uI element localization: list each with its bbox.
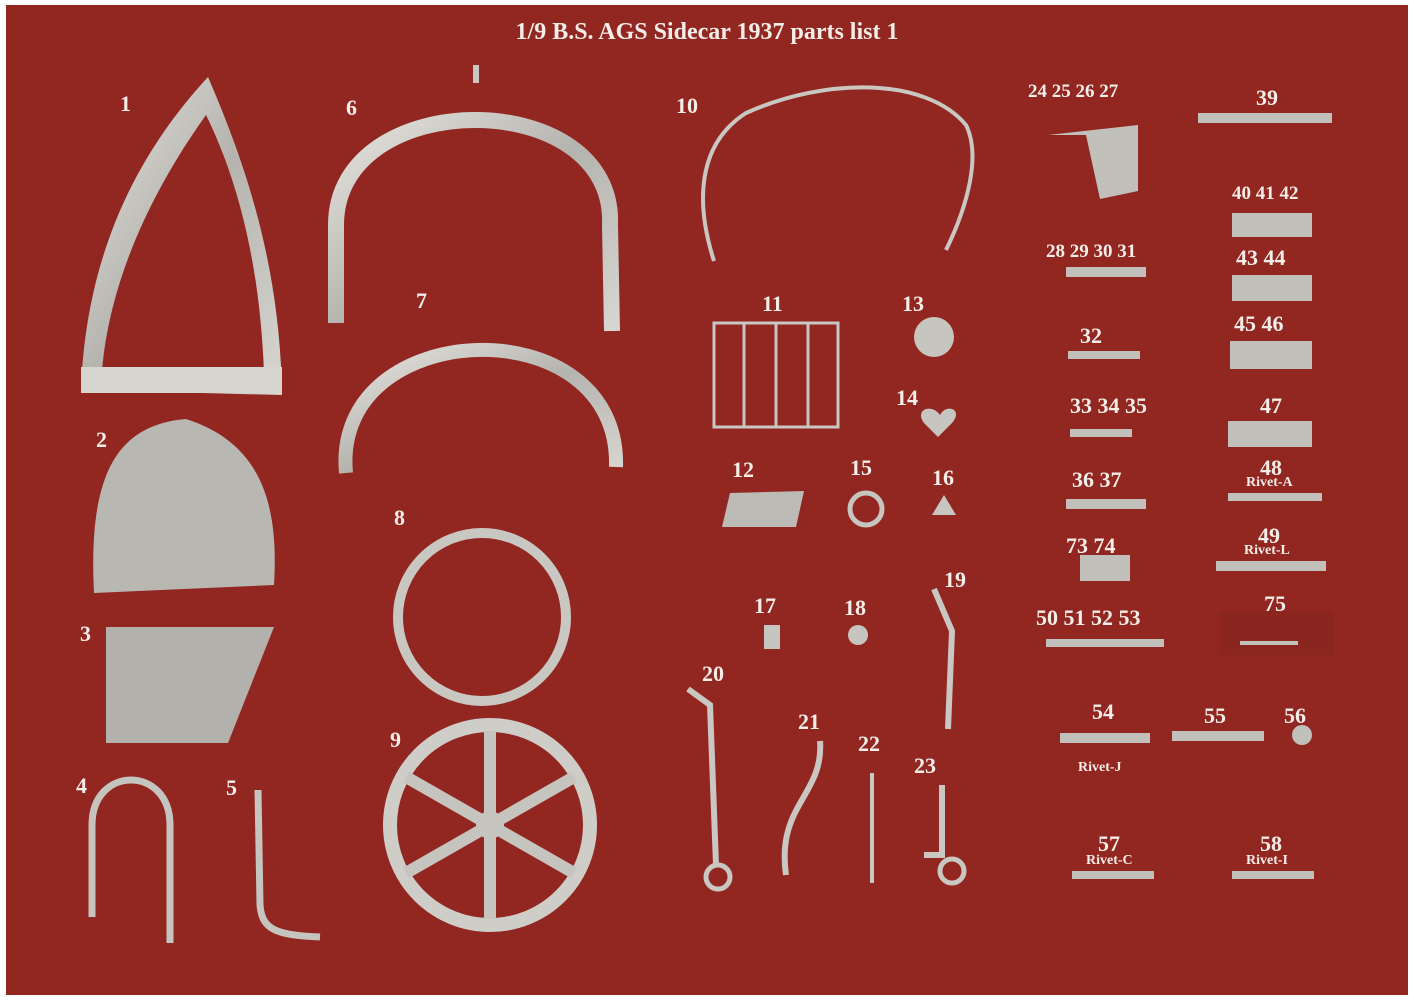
sprue-49 <box>1216 561 1326 571</box>
hoop-part-4 <box>88 776 174 943</box>
bracket-part-23 <box>924 785 945 858</box>
grid-frame-part-11 <box>712 321 840 429</box>
clamp-part-23 <box>937 856 967 886</box>
part-56 <box>1292 725 1312 745</box>
label-part-75: 75 <box>1264 591 1286 616</box>
label-part-10: 10 <box>676 93 698 118</box>
panel-part-3 <box>106 627 274 743</box>
label-part-49: 49 <box>1258 523 1280 548</box>
sprue-58 <box>1232 871 1314 879</box>
label-part-32: 32 <box>1080 323 1102 348</box>
label-parts-28-31: 28 29 30 31 <box>1046 241 1137 262</box>
sprue-45-46 <box>1230 341 1312 369</box>
label-parts-33-35: 33 34 35 <box>1070 393 1147 418</box>
label-part-48: 48 <box>1260 455 1282 480</box>
label-parts-73-74: 73 74 <box>1066 533 1116 558</box>
sprue-40-42 <box>1232 213 1312 237</box>
parts-photo <box>81 65 1334 943</box>
plate-part-12 <box>722 491 804 527</box>
windscreen-base-strip <box>81 367 282 393</box>
sprue-33-35 <box>1070 429 1132 437</box>
rivet-label-57: Rivet-C <box>1086 853 1133 868</box>
sprue-36-37 <box>1066 499 1146 509</box>
rivet-label-54: Rivet-J <box>1078 760 1122 775</box>
sprue-57 <box>1072 871 1154 879</box>
label-part-58: 58 <box>1260 831 1282 856</box>
label-part-9: 9 <box>390 727 401 752</box>
label-part-3: 3 <box>80 621 91 646</box>
label-part-54: 54 <box>1092 699 1114 724</box>
mesh-disc-part-13 <box>914 317 954 357</box>
lever-part-19 <box>931 587 956 730</box>
heart-part-14 <box>921 408 957 437</box>
label-part-14: 14 <box>896 385 918 410</box>
part-75-panel <box>1220 611 1334 655</box>
bent-rod-part-5 <box>254 789 321 941</box>
arch-part-6 <box>328 112 620 332</box>
label-part-4: 4 <box>76 773 87 798</box>
label-part-5: 5 <box>226 775 237 800</box>
cap-part-18 <box>848 625 868 645</box>
label-part-7: 7 <box>416 288 427 313</box>
rivet-label-49: Rivet-L <box>1244 543 1290 558</box>
sprue-32 <box>1068 351 1140 359</box>
label-part-2: 2 <box>96 427 107 452</box>
sprue-24-27 <box>1048 125 1138 199</box>
page-title: 1/9 B.S. AGS Sidecar 1937 parts list 1 <box>515 19 899 45</box>
label-part-8: 8 <box>394 505 405 530</box>
cone-part-16 <box>932 495 956 515</box>
label-part-11: 11 <box>762 291 783 316</box>
sprue-39 <box>1198 113 1332 123</box>
label-part-13: 13 <box>902 291 924 316</box>
wire-arch-part-10 <box>701 85 975 262</box>
sprue-43-44 <box>1232 275 1312 301</box>
bush-part-17 <box>764 625 780 649</box>
label-part-1: 1 <box>120 91 131 116</box>
rivet-label-58: Rivet-I <box>1246 853 1288 868</box>
label-parts-36-37: 36 37 <box>1072 467 1122 492</box>
rivet-label-48: Rivet-A <box>1246 475 1293 490</box>
label-part-56: 56 <box>1284 703 1306 728</box>
sprue-47 <box>1228 421 1312 447</box>
label-part-19: 19 <box>944 567 966 592</box>
label-part-57: 57 <box>1098 831 1120 856</box>
arm-part-21 <box>781 740 824 876</box>
sprue-54 <box>1060 733 1150 743</box>
sprue-55 <box>1172 731 1264 741</box>
windscreen-frame-part <box>81 77 282 395</box>
arm-part-20 <box>686 686 719 866</box>
label-part-22: 22 <box>858 731 880 756</box>
label-part-39: 39 <box>1256 85 1278 110</box>
label-part-55: 55 <box>1204 703 1226 728</box>
label-part-20: 20 <box>702 661 724 686</box>
label-part-21: 21 <box>798 709 820 734</box>
parts-sheet: 1/9 B.S. AGS Sidecar 1937 parts list 1 1… <box>6 5 1408 995</box>
label-part-15: 15 <box>850 455 872 480</box>
label-part-12: 12 <box>732 457 754 482</box>
sprue-50-53 <box>1046 639 1164 647</box>
ring-part-15 <box>847 490 885 528</box>
clamp-part-20 <box>703 862 733 892</box>
sprue-48 <box>1228 493 1322 501</box>
label-part-6: 6 <box>346 95 357 120</box>
label-parts-43-44: 43 44 <box>1236 245 1286 270</box>
label-parts-50-53: 50 51 52 53 <box>1036 605 1141 630</box>
label-parts-45-46: 45 46 <box>1234 311 1284 336</box>
sprue-73-74 <box>1080 555 1130 581</box>
label-parts-24-27: 24 25 26 27 <box>1028 81 1119 102</box>
label-part-17: 17 <box>754 593 776 618</box>
label-part-16: 16 <box>932 465 954 490</box>
label-part-18: 18 <box>844 595 866 620</box>
arch-stud <box>473 65 479 83</box>
rim-part-8 <box>393 528 571 706</box>
label-part-47: 47 <box>1260 393 1282 418</box>
fender-arch-part-7 <box>338 342 624 474</box>
wheel-part-9 <box>383 718 597 932</box>
sprue-28-31 <box>1066 267 1146 277</box>
panel-part-2 <box>93 419 275 593</box>
label-part-23: 23 <box>914 753 936 778</box>
label-parts-40-42: 40 41 42 <box>1232 183 1299 204</box>
